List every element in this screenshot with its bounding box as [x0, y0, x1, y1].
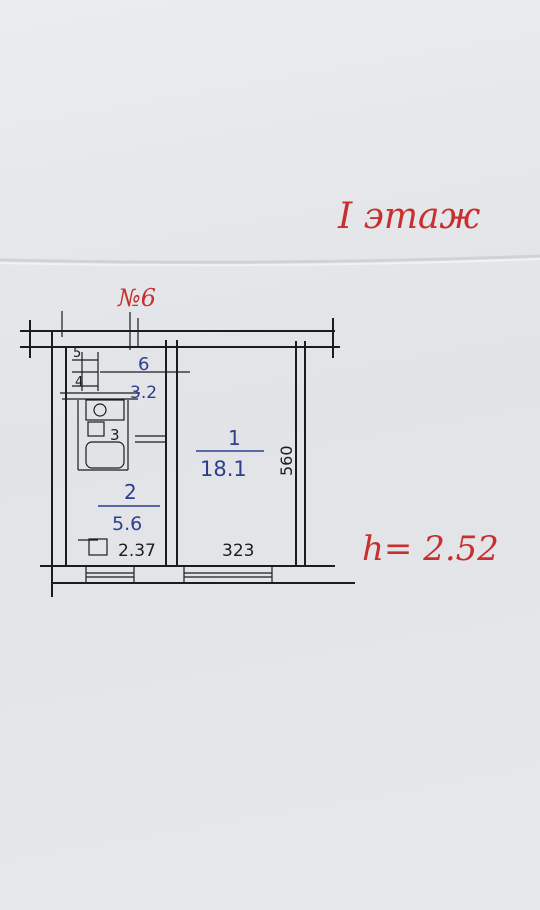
apartment-number: №6 — [117, 284, 156, 312]
interior-walls — [60, 340, 306, 566]
room-6-number: 6 — [138, 354, 149, 375]
room-6-area: 3.2 — [130, 383, 157, 403]
room-2-label: 2 5.6 — [98, 480, 160, 535]
room-width-dimension: 323 — [222, 541, 254, 561]
room-2-number: 2 — [124, 480, 137, 504]
room-5-number: 5 — [73, 346, 81, 361]
room-3-number: 3 — [110, 426, 120, 444]
room-length-dimension: 560 — [277, 445, 296, 476]
room-1-number: 1 — [228, 426, 241, 450]
room-4-number: 4 — [75, 375, 83, 390]
floor-label: I этаж — [337, 196, 480, 237]
paper-fold — [0, 254, 540, 267]
stove-icon — [88, 538, 108, 556]
windows — [85, 565, 273, 584]
bathroom-fixtures — [85, 399, 125, 469]
ceiling-height-label: h= 2.52 — [362, 529, 499, 569]
room-1-label: 1 18.1 — [196, 426, 264, 481]
room-1-area: 18.1 — [200, 457, 247, 481]
room-2-area: 5.6 — [112, 513, 142, 535]
room-6-label: 6 3.2 — [130, 354, 157, 403]
kitchen-width-dimension: 2.37 — [118, 541, 156, 561]
